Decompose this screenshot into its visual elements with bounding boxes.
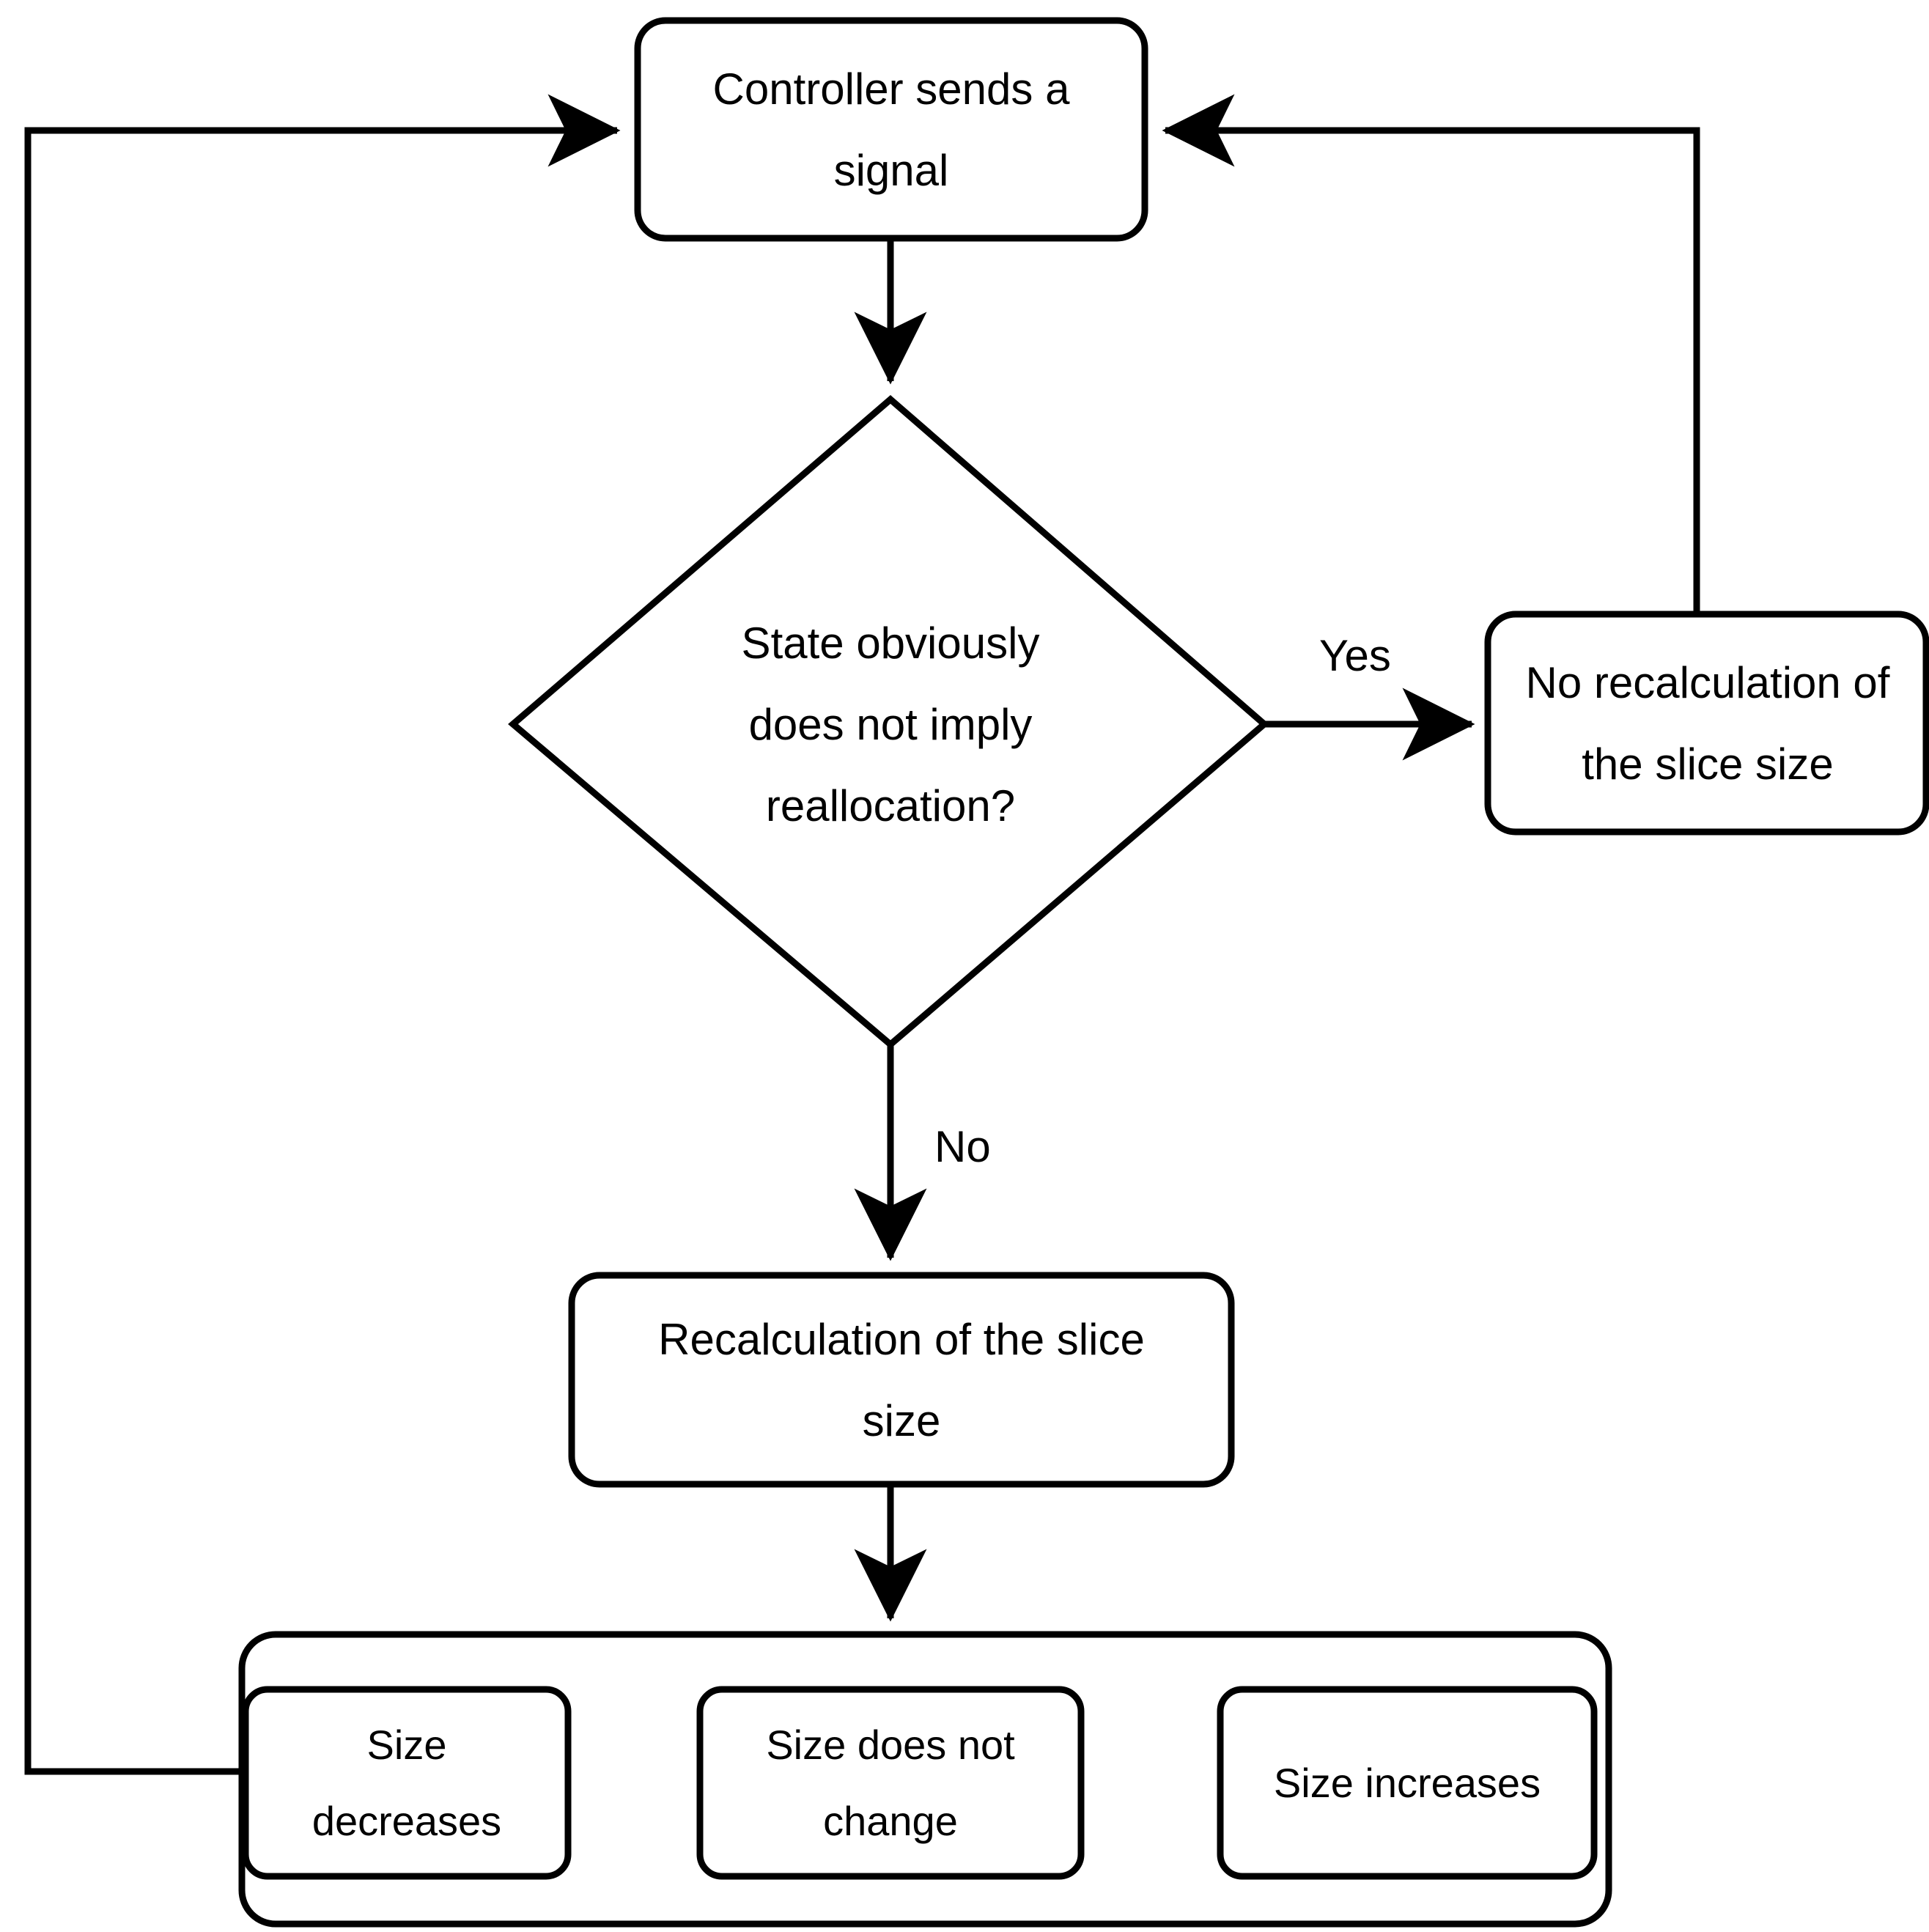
edge-no-recalculation-to-controller	[1162, 94, 1700, 614]
node-recalculation-shape[interactable]	[568, 1272, 1235, 1488]
node-controller-shape[interactable]	[634, 17, 1148, 242]
node-size-increases-shape[interactable]	[1217, 1686, 1598, 1880]
node-no-recalculation-shape[interactable]	[1484, 611, 1929, 836]
edge-label-no: No	[934, 1122, 991, 1171]
node-decision-shape[interactable]	[508, 395, 1269, 1049]
edge-outcomes-to-controller	[24, 94, 621, 1775]
node-size-does-not-change-shape[interactable]	[696, 1686, 1085, 1880]
node-size-decreases-shape[interactable]	[242, 1686, 572, 1880]
edge-label-yes: Yes	[1319, 631, 1391, 680]
